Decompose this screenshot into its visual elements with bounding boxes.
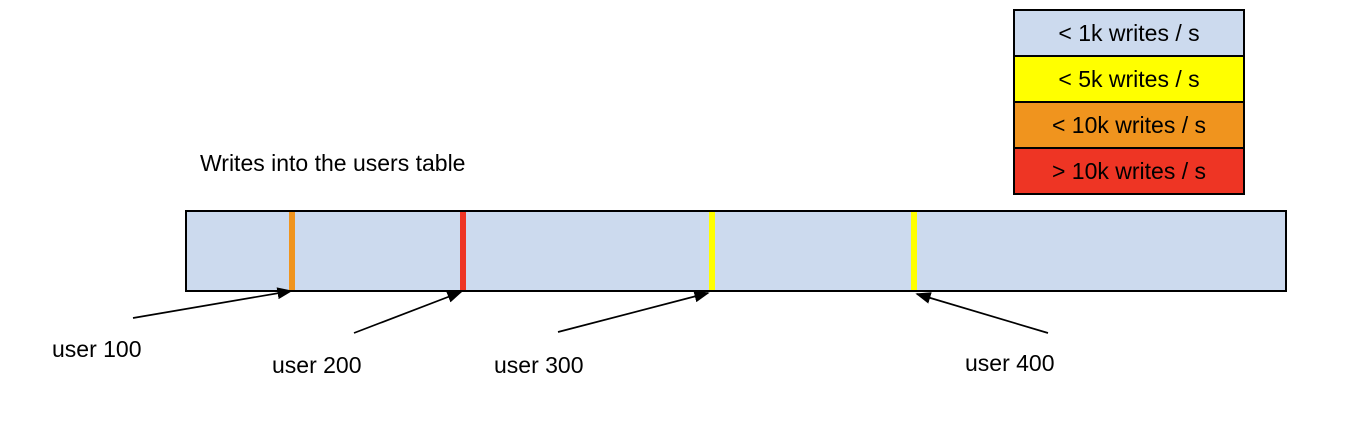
arrow-user-300 xyxy=(557,290,710,333)
label-user-100: user 100 xyxy=(52,336,142,362)
label-user-400: user 400 xyxy=(965,350,1055,376)
write-hotspot-stripe-user-100 xyxy=(289,212,296,290)
legend-item-gt-10k: > 10k writes / s xyxy=(1013,147,1245,195)
arrow-user-200 xyxy=(353,291,463,334)
arrow-user-400 xyxy=(915,292,1049,334)
write-hotspot-stripe-user-300 xyxy=(708,212,715,290)
legend-item-lt-1k: < 1k writes / s xyxy=(1013,9,1245,57)
legend-item-lt-10k: < 10k writes / s xyxy=(1013,101,1245,149)
legend: < 1k writes / s < 5k writes / s < 10k wr… xyxy=(1013,9,1245,195)
arrow-user-100 xyxy=(132,287,293,319)
label-user-200: user 200 xyxy=(272,352,362,378)
write-hotspot-stripe-user-400 xyxy=(910,212,917,290)
legend-item-lt-5k: < 5k writes / s xyxy=(1013,55,1245,103)
diagram-title: Writes into the users table xyxy=(200,150,466,176)
users-table-bar xyxy=(185,210,1287,292)
write-hotspot-stripe-user-200 xyxy=(459,212,466,290)
label-user-300: user 300 xyxy=(494,352,584,378)
